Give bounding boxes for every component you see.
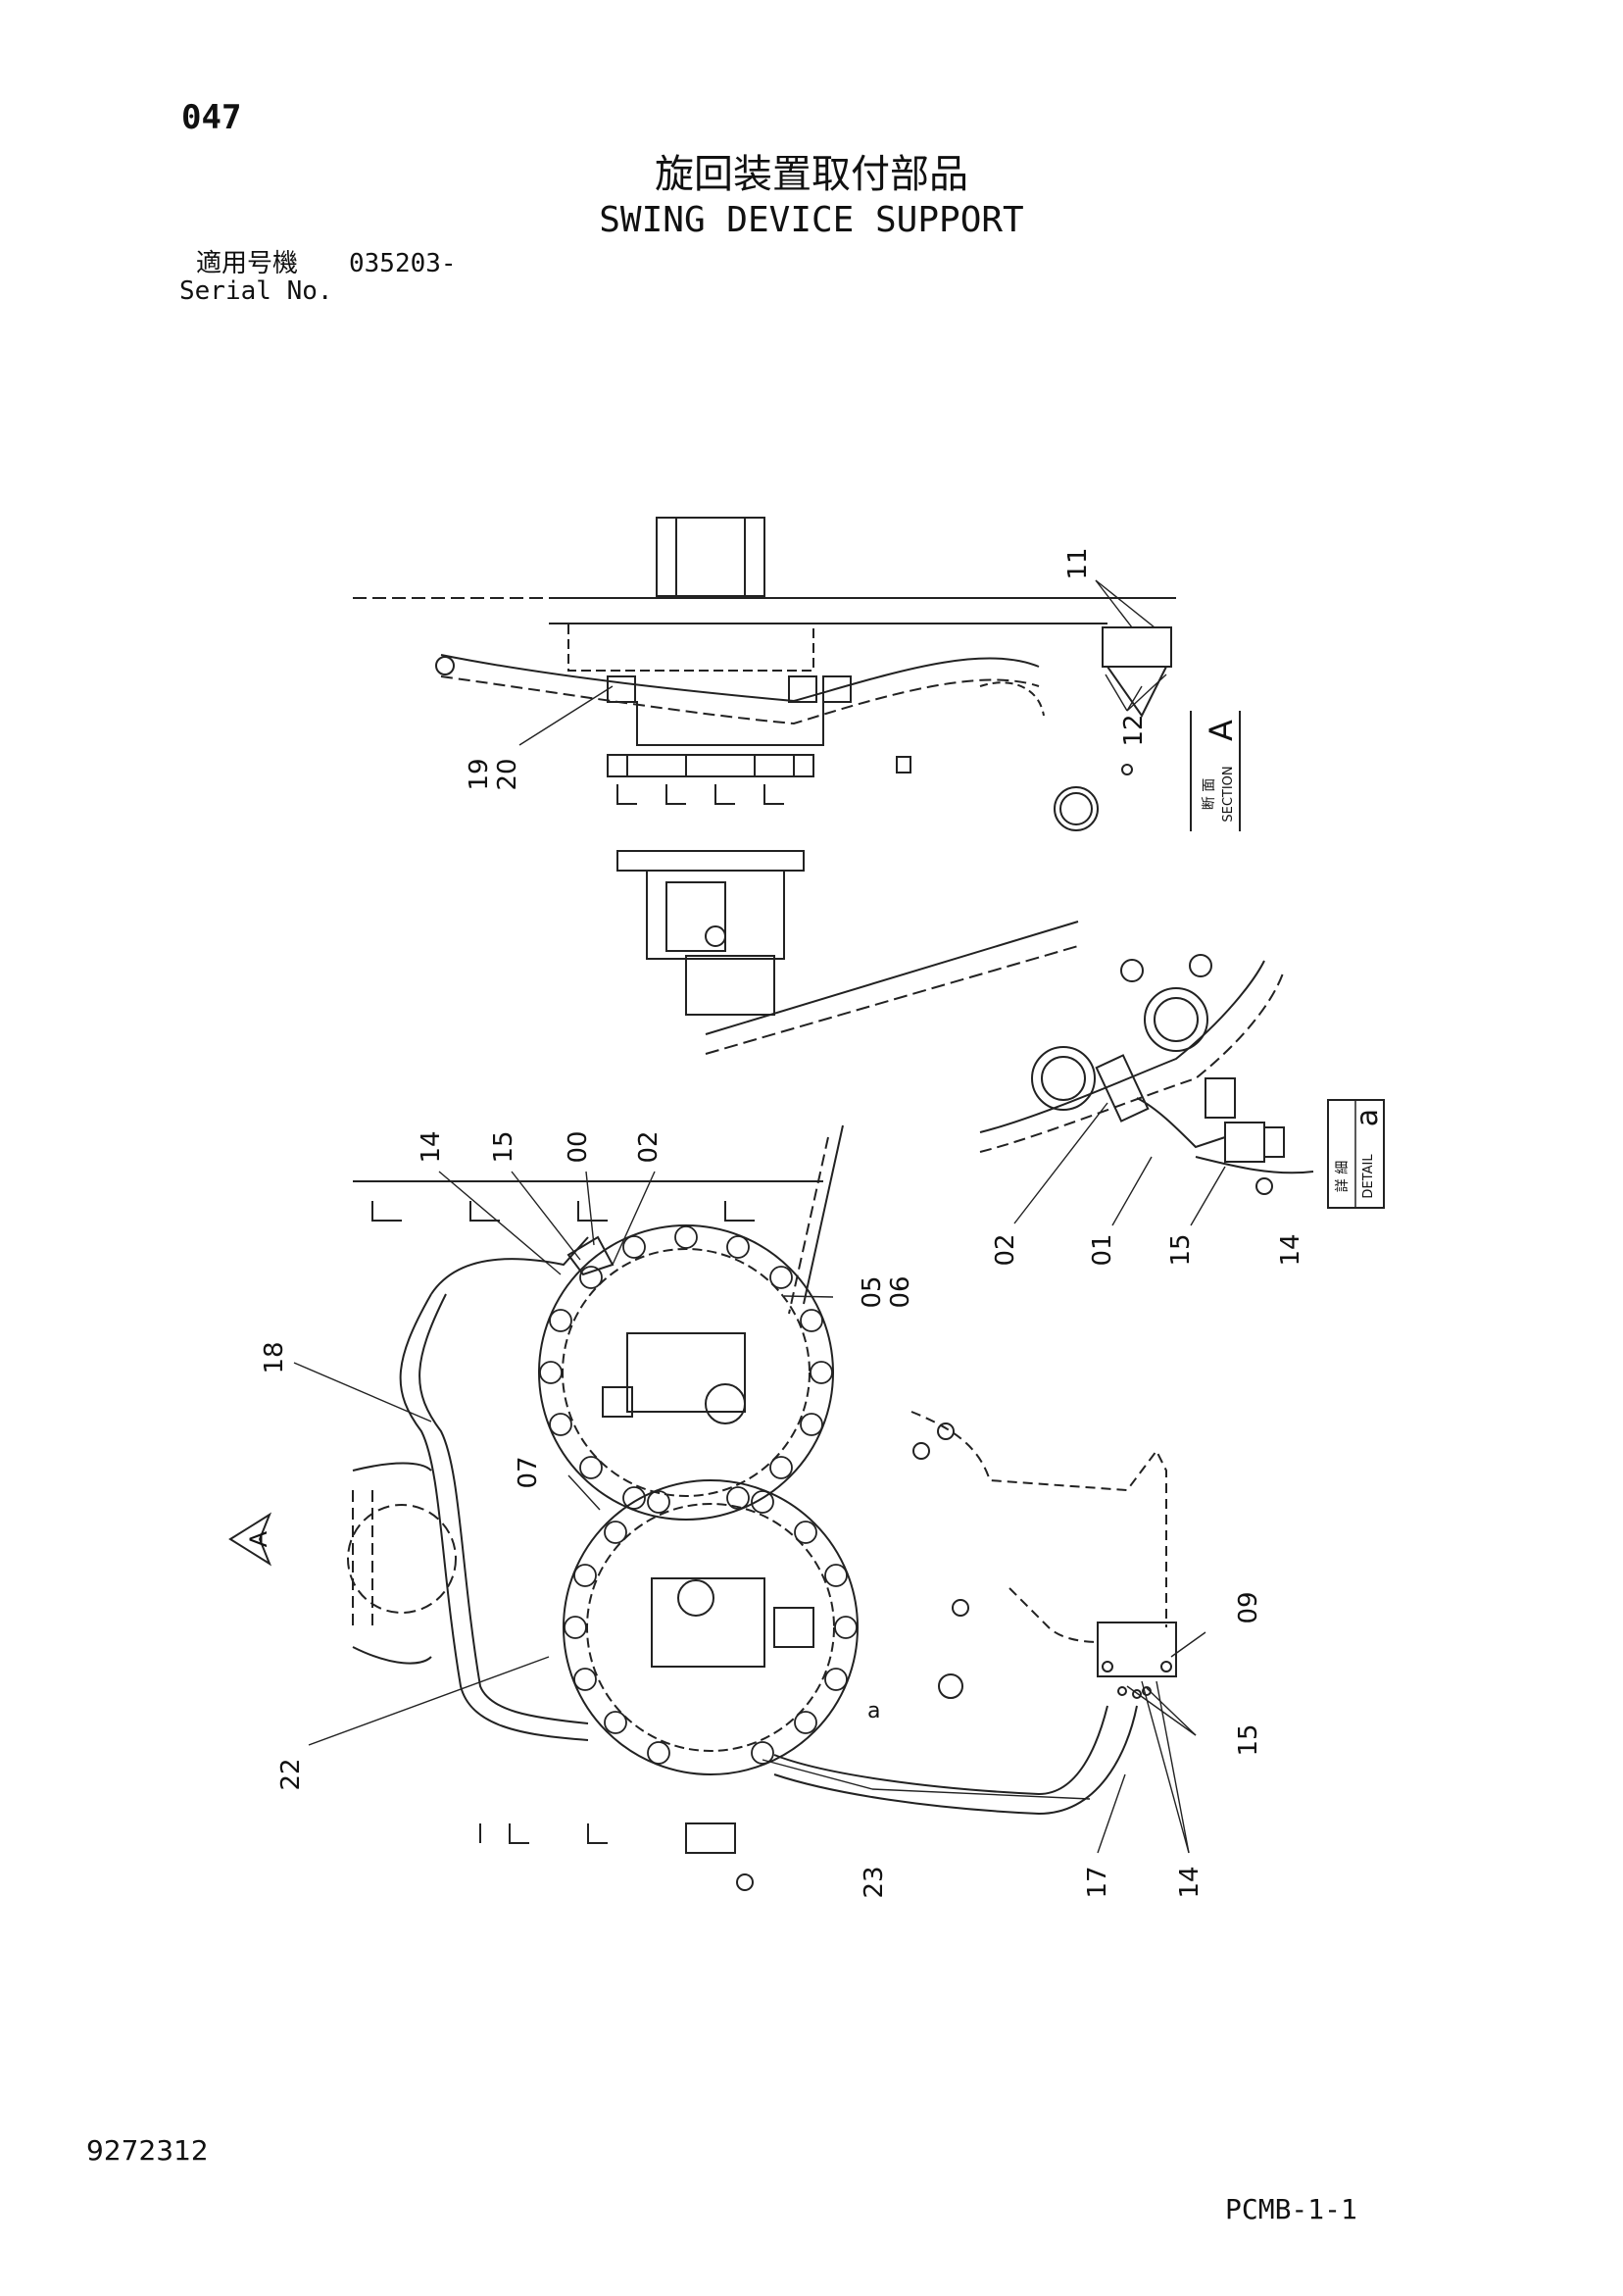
detail-label-en: DETAIL	[1361, 1154, 1376, 1199]
callout-15-right: 15	[1234, 1723, 1263, 1756]
callout-23: 23	[860, 1866, 889, 1898]
section-a-box: A 断 面 SECTION	[1190, 711, 1241, 831]
callout-19: 19	[465, 758, 494, 790]
serial-label-japanese: 適用号機	[196, 249, 299, 278]
callout-01: 01	[1088, 1233, 1117, 1266]
callout-14-bottom: 14	[1175, 1866, 1205, 1898]
title-english: SWING DEVICE SUPPORT	[599, 200, 1024, 240]
callout-09: 09	[1234, 1591, 1263, 1623]
bolt-circle-lower	[564, 1490, 858, 1765]
detail-label-jp: 詳 細	[1335, 1161, 1351, 1192]
title-japanese: 旋回装置取付部品	[655, 152, 968, 197]
plan-view	[347, 1124, 1177, 1891]
callout-12: 12	[1119, 714, 1149, 746]
serial-label-english: Serial No.	[179, 276, 333, 306]
section-label-jp: 断 面	[1202, 778, 1217, 810]
detail-a-box: a 詳 細 DETAIL	[1327, 1099, 1385, 1209]
detail-view	[979, 954, 1314, 1195]
callout-22: 22	[276, 1758, 306, 1790]
view-arrow-a: A	[228, 1512, 272, 1567]
page-code: PCMB-1-1	[1225, 2193, 1357, 2225]
callout-14-top: 14	[417, 1130, 446, 1163]
section-view	[353, 517, 1176, 1055]
callout-17: 17	[1083, 1866, 1112, 1898]
callout-06: 06	[886, 1275, 915, 1308]
page-number: 047	[181, 98, 242, 137]
callout-20: 20	[493, 758, 522, 790]
callout-02-top: 02	[634, 1130, 664, 1163]
callout-18: 18	[260, 1341, 289, 1373]
detail-ref-marker: a	[867, 1699, 880, 1723]
callout-02-detail: 02	[991, 1233, 1020, 1266]
callout-05: 05	[858, 1275, 887, 1308]
bolt-circle-upper	[539, 1225, 833, 1510]
callout-14-detail: 14	[1276, 1233, 1305, 1266]
callout-11: 11	[1063, 547, 1093, 579]
section-label-en: SECTION	[1221, 766, 1236, 822]
drawing-number: 9272312	[86, 2134, 209, 2167]
serial-value: 035203-	[349, 249, 457, 278]
callout-15-detail: 15	[1166, 1233, 1196, 1266]
callout-07: 07	[514, 1456, 543, 1488]
view-arrow-letter: A	[245, 1530, 272, 1547]
section-letter: A	[1203, 720, 1240, 741]
callout-00: 00	[564, 1130, 593, 1163]
callout-15-top: 15	[489, 1130, 518, 1163]
leader-lines	[293, 579, 1226, 1854]
callouts: 11 12 19 20 14 15 00 02 02 01 15 14 05 0…	[260, 547, 1305, 1898]
detail-letter: a	[1351, 1109, 1385, 1126]
